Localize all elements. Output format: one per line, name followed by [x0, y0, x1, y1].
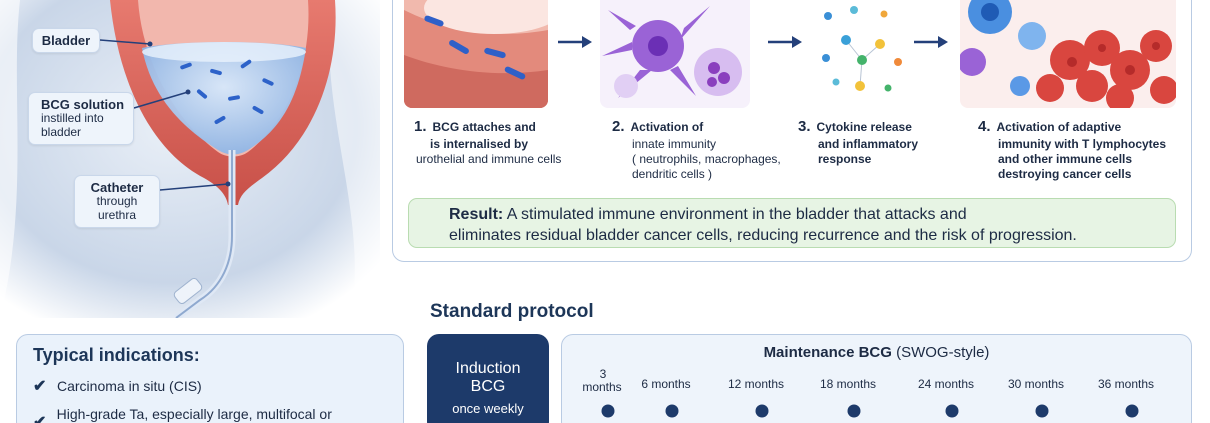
timeline-dot — [945, 404, 959, 418]
bladder-callout: Bladder — [32, 28, 100, 53]
step-1-number: 1. — [414, 118, 427, 135]
timeline-dot — [1125, 404, 1139, 418]
step2-image — [600, 0, 750, 108]
catheter-sub1: through — [96, 194, 138, 208]
timeline-label: 30 months — [1007, 377, 1065, 391]
induction-line-3: once weekly — [452, 401, 524, 417]
step-2-line-3: ( neutrophils, macrophages, — [632, 151, 781, 166]
bladder-illustration — [0, 0, 380, 321]
arrow-3-icon — [914, 36, 948, 48]
timeline-dot — [665, 404, 679, 418]
maintenance-style: (SWOG-style) — [896, 344, 990, 361]
induction-line-2: BCG — [470, 377, 506, 395]
check-icon: ✔ — [33, 378, 47, 395]
bcg-sub2: bladder — [41, 124, 82, 139]
induction-line-1: Induction — [455, 360, 521, 377]
step-4-line-2: immunity with T lymphocytes — [998, 136, 1167, 151]
indication-item: ✔ High-grade Ta, especially large, multi… — [33, 406, 387, 423]
step-2-line-1: Activation of — [630, 120, 704, 134]
indication-item: ✔ Carcinoma in situ (CIS) — [33, 376, 387, 396]
maintenance-title-main: Maintenance BCG — [763, 344, 892, 361]
step-4-line-3: and other immune cells — [998, 151, 1133, 166]
step1-image — [404, 0, 548, 108]
result-line-1: A stimulated immune environment in the b… — [503, 206, 967, 223]
step-3-text: 3. Cytokine release and inflammatory resp… — [798, 118, 918, 167]
step-4-line-4: destroying cancer cells — [998, 166, 1132, 181]
indications-box: Typical indications: ✔ Carcinoma in situ… — [16, 334, 404, 423]
step3-image — [806, 0, 916, 108]
timeline-label: 6 months — [641, 377, 691, 391]
timeline-dot — [601, 404, 615, 418]
maintenance-title: Maintenance BCG (SWOG-style) — [562, 344, 1191, 361]
timeline-dot — [755, 404, 769, 418]
indication-text: High-grade Ta, especially large, multifo… — [56, 406, 332, 423]
arrow-2-icon — [768, 36, 802, 48]
indication-text: Carcinoma in situ (CIS) — [57, 378, 202, 394]
timeline-label-top: 3 — [599, 367, 607, 381]
step-2-line-2: innate immunity — [632, 136, 717, 151]
timeline-dot — [847, 404, 861, 418]
timeline-label: 24 months — [917, 377, 975, 391]
catheter-label: Catheter — [90, 180, 144, 195]
bladder-diagram — [0, 0, 380, 321]
step-1-line-1: BCG attaches and — [432, 120, 536, 134]
step-2-number: 2. — [612, 118, 625, 135]
catheter-sub2: urethra — [97, 207, 137, 222]
bcg-label: BCG solution — [41, 97, 125, 112]
timeline-label: 12 months — [727, 377, 785, 391]
step-2-text: 2. Activation of innate immunity ( neutro… — [612, 118, 781, 182]
result-line-2: eliminates residual bladder cancer cells… — [449, 226, 1077, 244]
arrow-1-icon — [558, 36, 592, 48]
step-3-line-1: Cytokine release — [816, 120, 912, 134]
induction-box: Induction BCG once weekly — [427, 334, 549, 423]
protocol-title: Standard protocol — [430, 301, 594, 322]
step-1-line-2: is internalised by — [430, 136, 529, 151]
indications-title: Typical indications: — [33, 345, 200, 365]
bladder-label: Bladder — [41, 33, 91, 48]
step-4-text: 4. Activation of adaptive immunity with T… — [978, 118, 1166, 182]
timeline-label: 18 months — [819, 377, 877, 391]
step-3-number: 3. — [798, 118, 811, 135]
catheter-callout: Catheter through urethra — [74, 175, 160, 228]
timeline-label: 36 months — [1097, 377, 1155, 391]
step-1-line-3: urothelial and immune cells — [416, 151, 562, 166]
step-1-text: 1. BCG attaches and is internalised by ur… — [414, 118, 561, 167]
check-icon: ✔ — [33, 414, 47, 423]
timeline-dot — [1035, 404, 1049, 418]
result-box: Result: A stimulated immune environment … — [408, 198, 1176, 248]
maintenance-timeline — [580, 404, 1162, 418]
step-2-line-4: dendritic cells ) — [632, 166, 713, 181]
result-label: Result: — [449, 206, 504, 223]
step4-image — [960, 0, 1176, 108]
step-4-number: 4. — [978, 118, 991, 135]
bcg-sub1: instilled into — [41, 111, 104, 125]
step-4-line-1: Activation of adaptive — [996, 120, 1122, 134]
bcg-callout: BCG solution instilled into bladder — [28, 92, 134, 145]
step-3-line-3: response — [818, 151, 872, 166]
timeline-label: months — [582, 380, 622, 394]
step-3-line-2: and inflammatory — [818, 136, 919, 151]
